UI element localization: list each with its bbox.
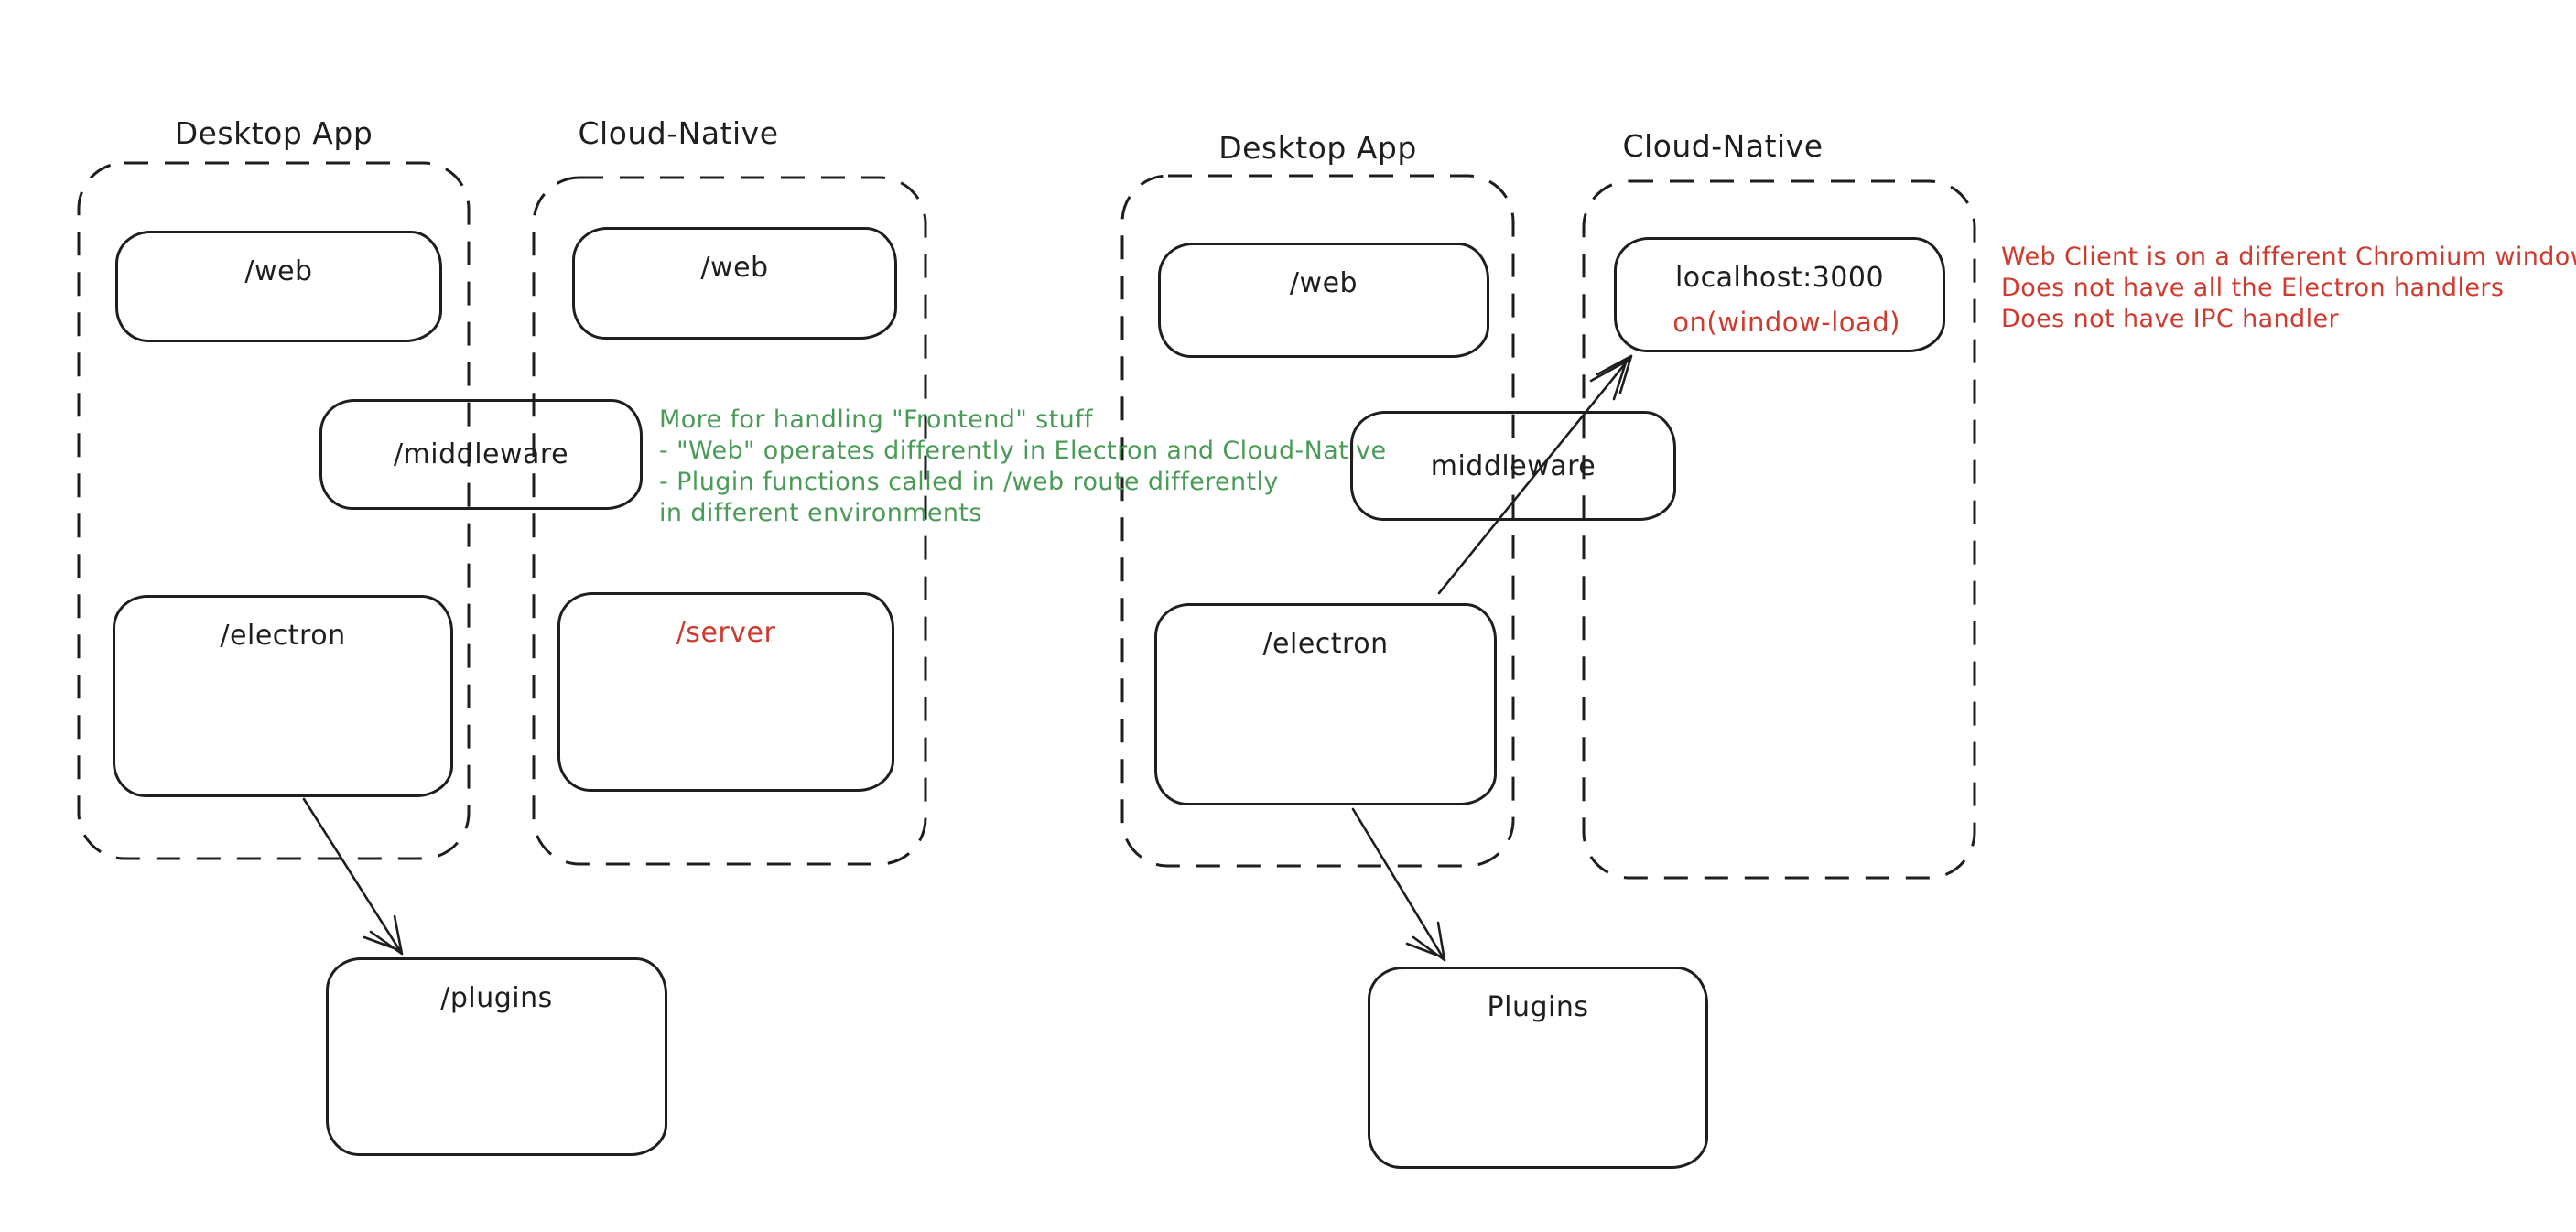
left-desktop-group-label[interactable]: Desktop App: [174, 115, 373, 151]
right-box-web-desktop-label: /web: [1289, 267, 1358, 299]
left-cloud-group-outline[interactable]: [532, 176, 927, 866]
right-box-plugins[interactable]: Plugins: [1368, 967, 1708, 1169]
note-green-line: in different environments: [659, 499, 982, 527]
left-box-electron-label: /electron: [220, 620, 346, 652]
note-red-line: Does not have IPC handler: [2001, 305, 2340, 333]
arrow-right-electron-to-localhost[interactable]: [1437, 354, 1633, 595]
left-box-electron[interactable]: /electron: [113, 595, 453, 797]
left-box-middleware-label: /middleware: [393, 438, 569, 470]
left-cloud-group-label[interactable]: Cloud-Native: [578, 115, 779, 151]
note-green-line: - Plugin functions called in /web route …: [659, 468, 1279, 496]
right-box-electron-label: /electron: [1262, 628, 1389, 660]
right-box-middleware[interactable]: middleware: [1350, 411, 1676, 521]
right-cloud-group-label[interactable]: Cloud-Native: [1622, 128, 1824, 164]
note-green-line: - "Web" operates differently in Electron…: [659, 437, 1387, 465]
arrow-left-electron-to-plugins[interactable]: [302, 797, 404, 956]
left-box-middleware[interactable]: /middleware: [319, 399, 643, 510]
left-box-server[interactable]: /server: [557, 592, 894, 792]
right-box-plugins-label: Plugins: [1487, 991, 1589, 1023]
left-box-web-desktop-label: /web: [244, 255, 313, 287]
left-box-plugins-label: /plugins: [440, 982, 553, 1014]
right-desktop-group-outline[interactable]: [1120, 174, 1515, 868]
note-red-line: Does not have all the Electron handlers: [2001, 274, 2505, 302]
left-box-server-label: /server: [676, 617, 776, 649]
left-box-plugins[interactable]: /plugins: [326, 957, 667, 1156]
right-box-electron[interactable]: /electron: [1154, 603, 1497, 805]
right-box-localhost-label: localhost:3000: [1674, 262, 1885, 294]
arrow-right-electron-to-plugins[interactable]: [1351, 807, 1446, 962]
left-box-web-cloud-label: /web: [700, 252, 769, 284]
note-red-line: Web Client is on a different Chromium wi…: [2001, 243, 2576, 271]
right-box-web-desktop[interactable]: /web: [1158, 243, 1489, 358]
note-green-line: More for handling "Frontend" stuff: [659, 405, 1093, 434]
note-red-webclient[interactable]: Web Client is on a different Chromium wi…: [2001, 242, 2576, 335]
right-desktop-group-label[interactable]: Desktop App: [1218, 130, 1417, 166]
note-green-middleware[interactable]: More for handling "Frontend" stuff - "We…: [659, 405, 1387, 529]
left-box-web-desktop[interactable]: /web: [115, 231, 442, 342]
right-box-onwindowload-label: on(window-load): [1672, 307, 1900, 338]
right-box-localhost[interactable]: localhost:3000 on(window-load): [1614, 237, 1945, 352]
left-box-web-cloud[interactable]: /web: [572, 227, 897, 340]
right-box-middleware-label: middleware: [1430, 449, 1596, 482]
